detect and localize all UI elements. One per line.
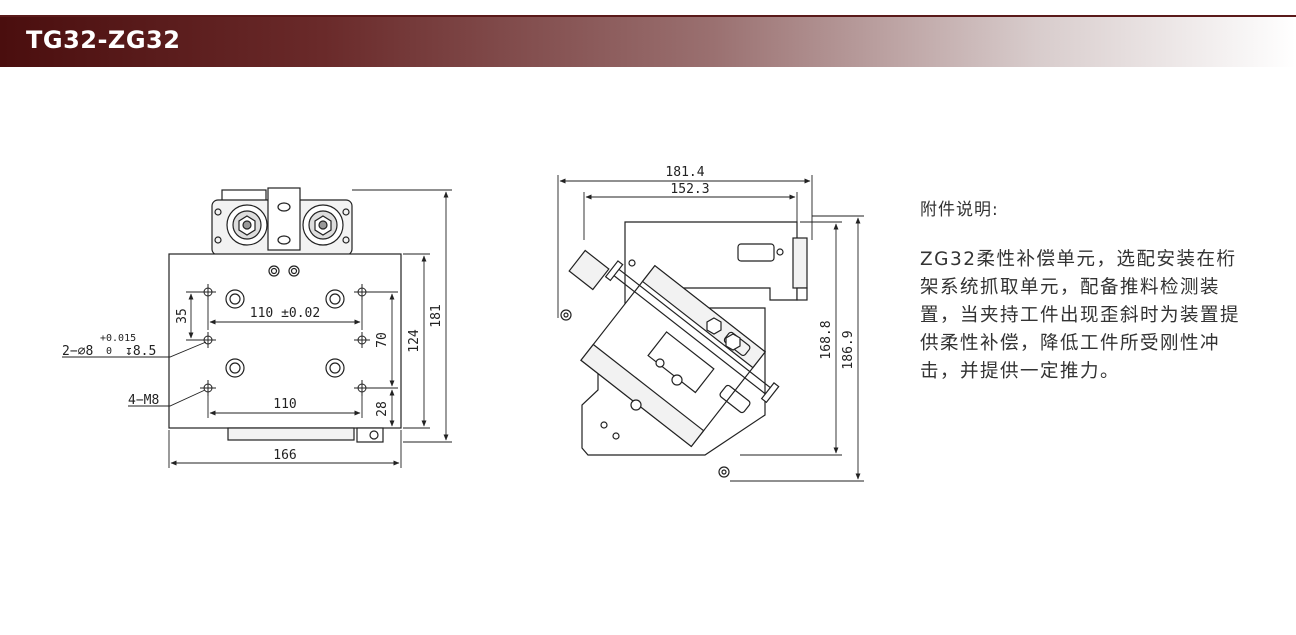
side-view bbox=[560, 221, 808, 478]
dim-181-4: 181.4 bbox=[665, 165, 704, 180]
top-bracket bbox=[211, 187, 353, 256]
dim-181: 181 bbox=[429, 304, 444, 327]
thread-label: 4−M8 bbox=[128, 393, 159, 408]
dim-124: 124 bbox=[407, 329, 422, 353]
dim-width-166: 166 bbox=[273, 448, 296, 463]
pin-hole-label: 2−⌀8 bbox=[62, 344, 93, 359]
description-title: 附件说明: bbox=[920, 200, 999, 220]
front-dimensions bbox=[62, 189, 452, 468]
counterbore-holes bbox=[225, 289, 345, 378]
pin-hole-tol-lower: 0 bbox=[106, 346, 112, 357]
dim-70: 70 bbox=[375, 332, 390, 348]
dim-186-9: 186.9 bbox=[841, 330, 856, 369]
header-bar: TG32-ZG32 bbox=[0, 17, 1296, 67]
dim-28: 28 bbox=[375, 401, 390, 417]
page-title: TG32-ZG32 bbox=[26, 26, 181, 54]
dim-35: 35 bbox=[175, 308, 190, 324]
side-window bbox=[737, 243, 775, 262]
description-panel: 附件说明: ZG32柔性补偿单元，选配安装在桁架系统抓取单元，配备推料检测装置，… bbox=[920, 196, 1250, 386]
dim-168-8: 168.8 bbox=[819, 320, 834, 359]
front-view bbox=[168, 187, 402, 443]
dim-hole-spacing-bottom: 110 bbox=[273, 397, 296, 412]
side-dimension-text: 181.4 152.3 168.8 186.9 bbox=[665, 165, 856, 370]
header-rule bbox=[0, 15, 1296, 17]
side-dimensions bbox=[557, 175, 864, 482]
bottom-rail bbox=[227, 427, 355, 441]
side-slot bbox=[719, 384, 751, 414]
pin-hole-tol-upper: +0.015 bbox=[100, 333, 136, 344]
dim-hole-spacing-top: 110 ±0.02 bbox=[250, 306, 320, 321]
dim-152-3: 152.3 bbox=[670, 182, 709, 197]
description-body: ZG32柔性补偿单元，选配安装在桁架系统抓取单元，配备推料检测装置，当夹持工件出… bbox=[920, 249, 1241, 382]
crosshair-holes bbox=[200, 284, 370, 396]
front-dimension-text: 166 110 ±0.02 110 35 70 28 124 181 2−⌀8 … bbox=[62, 304, 444, 463]
pin-hole-depth: ↧8.5 bbox=[125, 344, 156, 359]
